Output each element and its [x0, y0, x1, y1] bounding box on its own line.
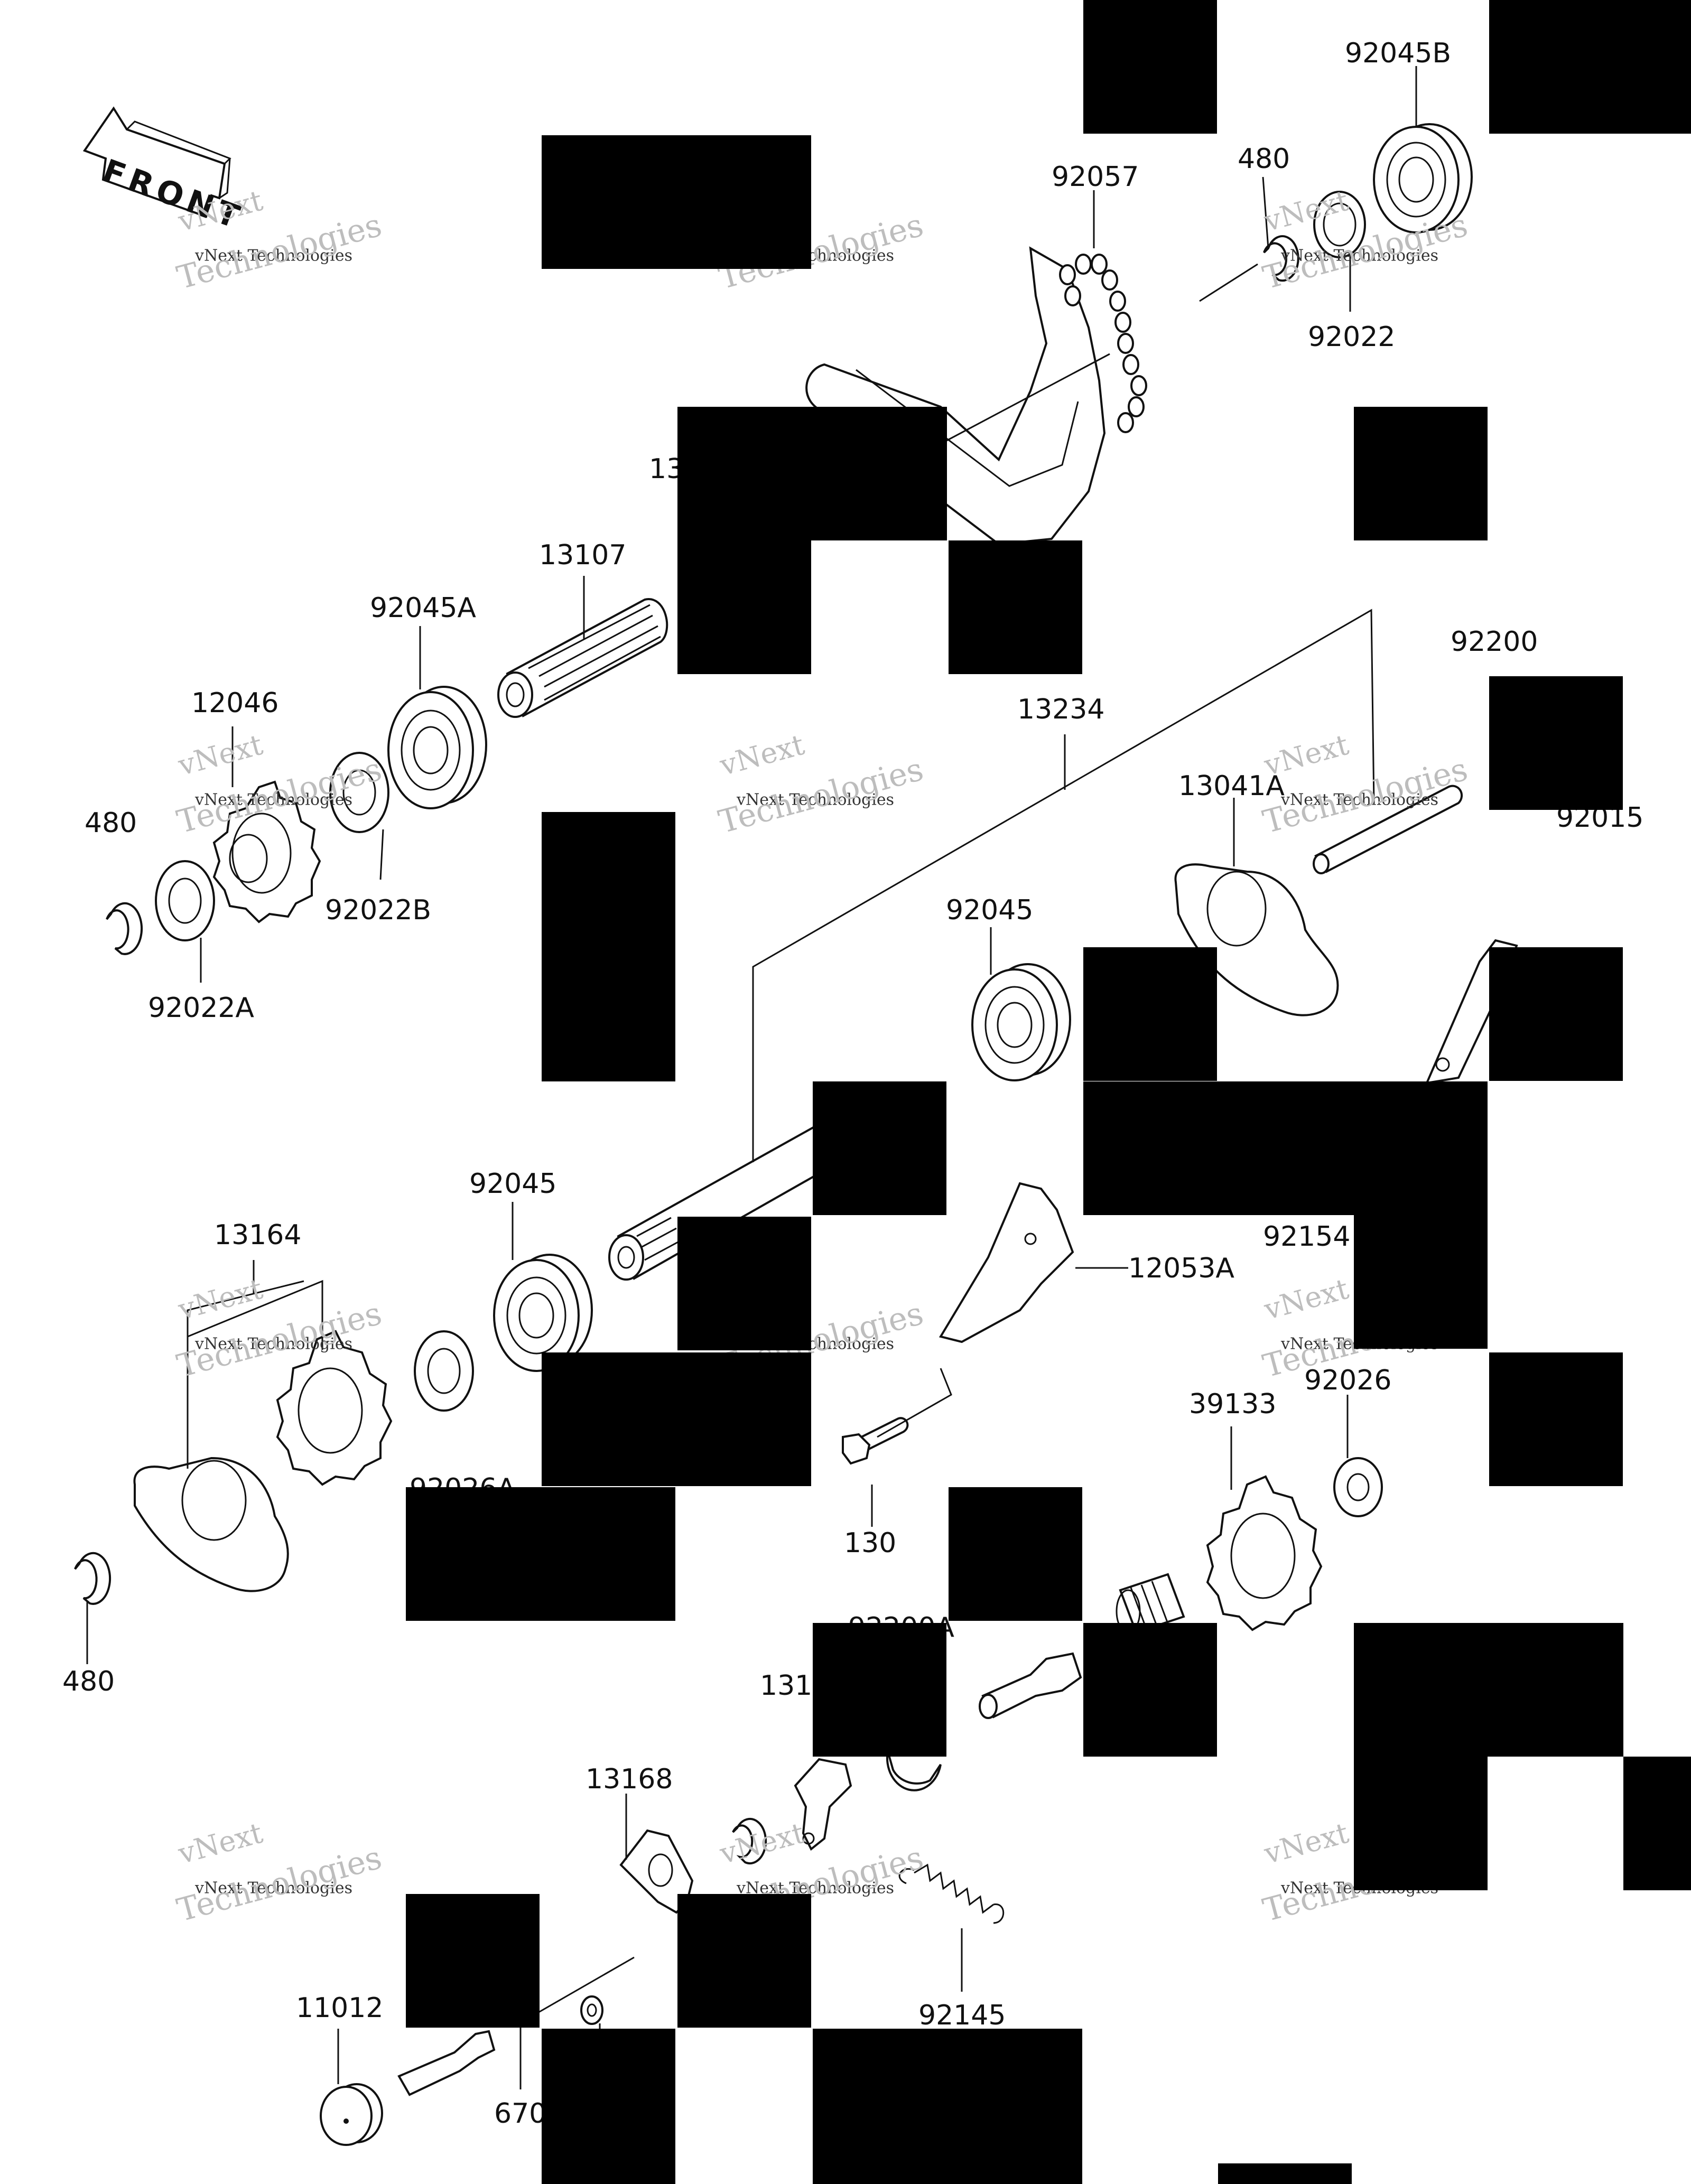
- washer-92026A: [414, 1330, 474, 1412]
- callout-13234: 13234: [1017, 694, 1104, 725]
- svg-text:vNext Technologies: vNext Technologies: [1280, 790, 1438, 809]
- callout-13168: 13168: [586, 1763, 673, 1795]
- svg-text:vNext: vNext: [174, 728, 266, 782]
- callout-13107: 13107: [539, 539, 626, 571]
- svg-text:vNext Technologies: vNext Technologies: [194, 246, 352, 265]
- cam-13164: [133, 1457, 289, 1592]
- callout-11012: 11012: [296, 1992, 383, 2024]
- svg-text:vNext: vNext: [716, 1816, 808, 1871]
- needle-bearing: [1116, 1573, 1185, 1634]
- leader-lines: [86, 66, 1497, 2089]
- callout-92045B: 92045B: [1345, 38, 1451, 69]
- circlip-480-top: [1263, 235, 1299, 282]
- bracket-13168: [619, 1829, 694, 1914]
- callout-92045-low: 92045: [469, 1168, 556, 1200]
- callout-670-partial: 670: [494, 2098, 546, 2130]
- callout-92022B: 92022B: [325, 894, 431, 926]
- drive-chain: [805, 246, 1147, 546]
- plug-11012: [320, 2083, 383, 2146]
- washer-92022A: [155, 860, 215, 941]
- washer-92022B: [329, 752, 389, 833]
- callout-130: 130: [844, 1527, 896, 1559]
- callout-92154: 92154: [1263, 1221, 1350, 1253]
- svg-text:vNext: vNext: [174, 1272, 266, 1327]
- svg-text:vNext Technologies: vNext Technologies: [1280, 246, 1438, 265]
- callout-92145: 92145: [918, 2000, 1006, 2031]
- pin-92200: [1313, 785, 1463, 874]
- callout-480-bottom: 480: [62, 1666, 115, 1697]
- svg-text:vNext Technologies: vNext Technologies: [194, 790, 352, 809]
- svg-text:vNext: vNext: [1260, 1272, 1352, 1327]
- washer-lower: [886, 1751, 942, 1791]
- callout-13041A: 13041A: [1178, 770, 1285, 802]
- spring-92145: [898, 1863, 1005, 1924]
- callout-92045-mid: 92045: [946, 894, 1033, 926]
- bearing-92045-low: [493, 1254, 593, 1372]
- bearing-92045B: [1373, 123, 1473, 234]
- callout-92045A: 92045A: [370, 592, 476, 624]
- redaction-blocks: [406, 0, 1691, 2184]
- bearing-92045A: [387, 686, 487, 809]
- callout-12046: 12046: [191, 687, 278, 719]
- circlip-small-lower: [732, 1818, 767, 1864]
- sprocket-13164: [276, 1330, 393, 1486]
- lock-plate: [794, 1758, 852, 1851]
- svg-text:vNext: vNext: [1260, 1816, 1352, 1871]
- pin-92200A: [979, 1652, 1082, 1719]
- small-washer: [580, 1995, 603, 2025]
- lever-12053A: [939, 1182, 1074, 1343]
- front-arrow-icon: FRONT: [82, 106, 249, 238]
- svg-text:vNext: vNext: [716, 728, 808, 782]
- callout-131-partial: 131: [760, 1670, 812, 1702]
- callout-39133: 39133: [1189, 1388, 1276, 1420]
- callout-92057: 92057: [1052, 161, 1139, 193]
- cam-13041A: [1174, 863, 1339, 1016]
- callout-13164: 13164: [214, 1219, 301, 1251]
- washer-92022: [1313, 191, 1366, 258]
- circlip-480-bottom: [74, 1552, 112, 1605]
- callout-92200: 92200: [1451, 626, 1538, 658]
- bearing-92045-mid: [971, 963, 1071, 1081]
- callout-480-top: 480: [1238, 143, 1290, 175]
- callout-480-left: 480: [85, 807, 137, 839]
- pin-lower: [397, 2030, 496, 2096]
- callout-92022: 92022: [1308, 321, 1395, 353]
- splined-shaft-13107: [497, 598, 668, 718]
- washer-92026: [1333, 1457, 1383, 1517]
- circlip-480-left: [106, 902, 143, 955]
- svg-text:vNext Technologies: vNext Technologies: [736, 790, 894, 809]
- callout-12053A: 12053A: [1128, 1253, 1234, 1284]
- sprocket-39133: [1206, 1475, 1323, 1631]
- callout-92026: 92026: [1304, 1365, 1391, 1396]
- svg-text:vNext: vNext: [174, 1816, 266, 1871]
- svg-text:vNext Technologies: vNext Technologies: [194, 1334, 352, 1353]
- sprocket-12046: [212, 780, 321, 923]
- svg-text:vNext Technologies: vNext Technologies: [194, 1879, 352, 1897]
- callout-92022A: 92022A: [148, 992, 254, 1024]
